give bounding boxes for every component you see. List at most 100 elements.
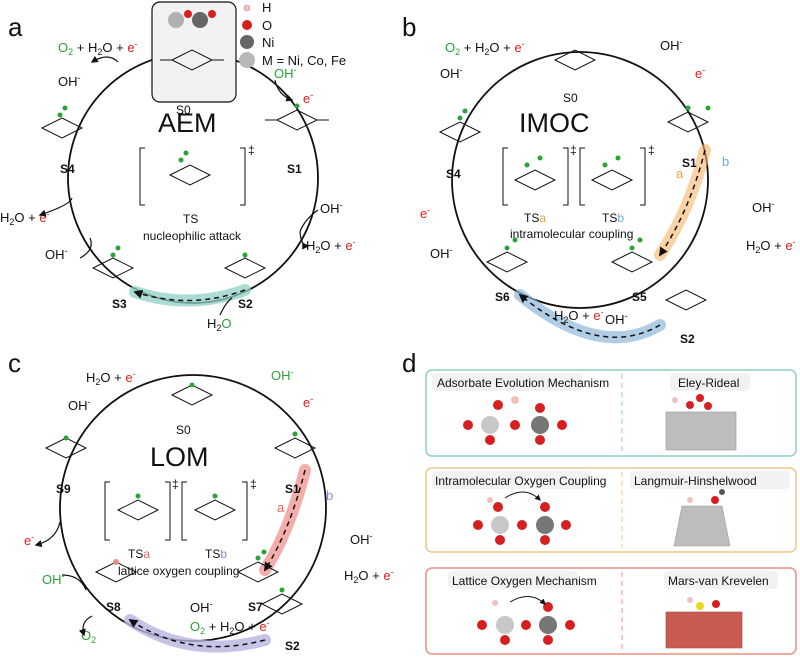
d-molecule-aem [463, 396, 567, 445]
aem-products: O2 + H2O + e- [58, 39, 138, 57]
lom-s0: S0 [176, 423, 191, 437]
imoc-s6: S6 [495, 290, 510, 304]
aem-oh-s0: OH- [274, 65, 297, 81]
aem-oh-s1: OH- [320, 200, 343, 216]
d-lom-label: Lattice Oxygen Mechanism [452, 574, 597, 588]
o-legend-icon [242, 20, 252, 30]
lom-tsa-label: TSa [128, 547, 150, 561]
legend-ni: Ni [262, 35, 274, 50]
o-atom-icon [208, 10, 216, 18]
d-slab-mvk [665, 597, 743, 649]
imoc-oh-s6: OH- [430, 245, 453, 261]
aem-arrow-out [90, 55, 119, 63]
lom-arrow-e [34, 521, 61, 548]
lom-tsa-bracket-left [104, 481, 110, 541]
lom-path-a: a [277, 500, 285, 515]
lom-tsb-label: TSb [205, 547, 227, 561]
d-er-label: Eley-Rideal [678, 376, 739, 390]
lom-title: LOM [150, 442, 209, 472]
ts-label: TS [183, 212, 198, 226]
lom-dashed-a [264, 469, 306, 572]
imoc-oh-s0: OH- [660, 37, 683, 53]
d-lh-label-bg [630, 471, 790, 489]
aem-arrow-s3 [79, 237, 92, 259]
tsb-bracket-left [579, 147, 585, 206]
lom-tsa-bracket-right [165, 481, 171, 541]
legend-h: H [262, 0, 271, 15]
legend-m: M = Ni, Co, Fe [262, 53, 346, 68]
lom-o2-release: O2 [81, 628, 96, 645]
panel-b-letter: b [402, 12, 416, 42]
path-a-label: a [676, 166, 684, 181]
lom-oh-s7: OH- [190, 599, 213, 615]
lom-ts-note: lattice oxygen coupling [118, 564, 239, 578]
lom-arrow-oh [61, 574, 87, 591]
panel-d-letter: d [402, 348, 416, 378]
aem-h2o-s2: H2O [207, 316, 232, 333]
d-mvk-label-bg [664, 571, 778, 589]
imoc-title: IMOC [519, 108, 590, 138]
aem-oh-s3: OH- [45, 246, 68, 262]
lom-s8: S8 [106, 600, 121, 614]
aem-e-s0: e- [303, 90, 313, 106]
imoc-s1: S1 [682, 156, 697, 170]
tsa-label: TSa [524, 211, 546, 225]
tsb-dagger: ‡ [648, 143, 655, 157]
d-slab-er [665, 394, 737, 451]
ts-note: nucleophilic attack [143, 229, 242, 243]
lom-h2o-s1: H2O + e- [344, 567, 394, 585]
lom-s9: S9 [56, 482, 71, 496]
aem-green-o [57, 103, 300, 258]
aem-arrow-s2 [219, 297, 233, 316]
imoc-ts-note: intramolecular coupling [510, 227, 633, 241]
ni-atom-icon [192, 12, 208, 28]
tsa-bracket-left [502, 147, 508, 206]
tsa-dagger: ‡ [570, 143, 577, 157]
lom-s7: S7 [248, 600, 263, 614]
aem-h2o-s4: H2O + e- [0, 209, 50, 227]
imoc-s0: S0 [563, 91, 578, 105]
lom-tsb-bracket-left [181, 481, 187, 541]
d-mvk-label: Mars-van Krevelen [668, 574, 769, 588]
state-s1: S1 [287, 162, 302, 176]
lom-arrow-o2 [78, 615, 93, 637]
panel-a-letter: a [8, 12, 23, 42]
aem-molecules [40, 49, 329, 279]
lom-products: O2 + H2O + e- [190, 618, 270, 636]
h-legend-icon [243, 4, 251, 12]
m-atom-icon [168, 12, 184, 28]
ts-bracket-left [139, 147, 145, 206]
lom-s2: S2 [285, 639, 300, 653]
aem-dashed-arrow [133, 289, 246, 302]
d-molecule-lom [477, 596, 575, 645]
lom-oh-s1: OH- [350, 531, 373, 547]
panel-d: d Adsorbate Evolution Mechanism Eley-Rid… [402, 348, 797, 655]
lom-s1: S1 [285, 482, 300, 496]
imoc-molecules [438, 49, 710, 311]
imoc-dashed-a [659, 149, 706, 257]
aem-arrow-in [274, 79, 294, 102]
aem-oh-s4: OH- [58, 73, 81, 89]
imoc-e-s0: e- [695, 65, 705, 81]
aem-arrow-s1 [299, 209, 319, 233]
imoc-h2o-s1: H2O + e- [746, 237, 796, 255]
lom-green-o [63, 382, 298, 593]
ts-bracket-right [240, 147, 246, 206]
lom-tsa-dagger: ‡ [172, 477, 179, 491]
lom-oh-s0: OH- [271, 367, 294, 383]
lom-e-s9: e- [24, 532, 34, 548]
imoc-oh-s5: OH- [605, 311, 628, 327]
ni-legend-icon [240, 35, 254, 49]
aem-band [129, 284, 251, 307]
panel-c: c LOM ‡ ‡ TSa TSb lattice oxygen couplin… [8, 348, 394, 653]
d-lom-label-bg [448, 571, 578, 589]
lom-tsb-dagger: ‡ [250, 477, 257, 491]
panel-b: b IMOC ‡ ‡ TSa TSb intramolecular coupli… [402, 12, 796, 346]
aem-arrow-s4 [38, 197, 73, 217]
imoc-oh-top: OH- [440, 65, 463, 81]
aem-title: AEM [158, 108, 217, 138]
imoc-dashed-b [518, 293, 661, 338]
d-aem-label: Adsorbate Evolution Mechanism [437, 376, 609, 390]
lom-band-b [124, 614, 271, 653]
